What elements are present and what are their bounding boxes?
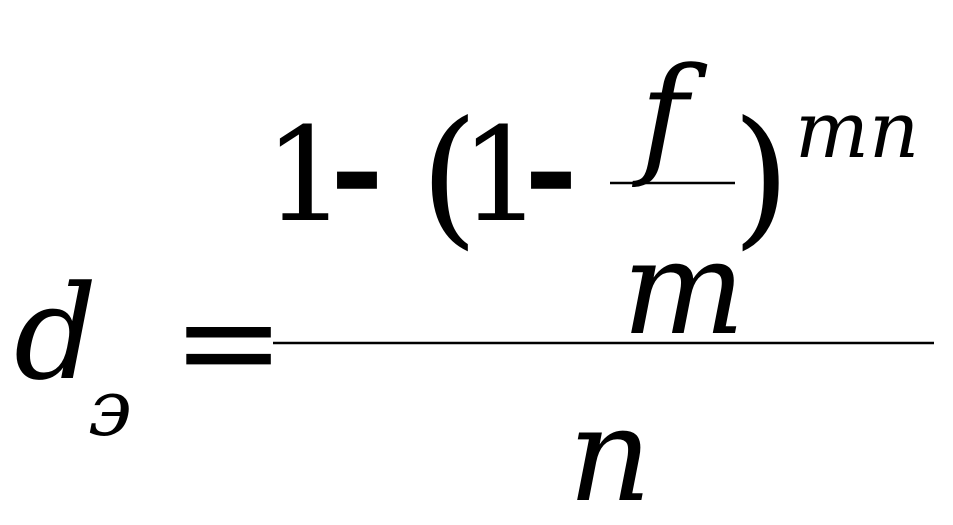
equals-sign: = — [172, 263, 285, 420]
inner-fraction-denominator: m — [622, 212, 745, 364]
inner-fraction-numerator: f — [632, 39, 708, 191]
numerator-exponent: mn — [795, 86, 919, 176]
numerator-open-paren: ( — [420, 90, 479, 264]
numerator-minus-1: - — [330, 93, 384, 246]
lhs-subscript-e: э — [88, 364, 132, 454]
lhs-variable-d: d — [14, 257, 97, 409]
numerator-inner-one: 1 — [460, 99, 543, 251]
numerator-minus-2: - — [524, 93, 578, 246]
numerator-one: 1 — [264, 99, 347, 251]
denominator-n: n — [568, 379, 652, 525]
numerator-close-paren: ) — [732, 90, 791, 264]
